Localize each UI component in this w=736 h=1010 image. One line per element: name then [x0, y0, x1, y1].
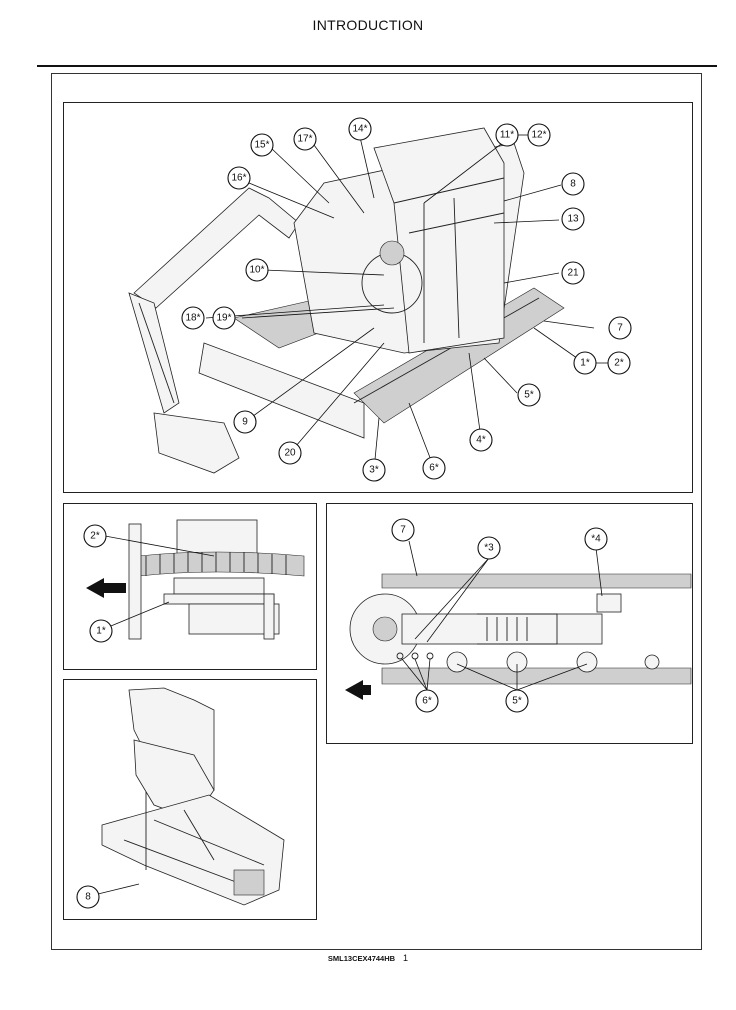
svg-text:13: 13 [567, 214, 579, 225]
svg-text:5*: 5* [524, 390, 534, 401]
svg-text:5*: 5* [512, 696, 522, 707]
callout-5: 5* [517, 383, 541, 407]
track-callout-7: 7 [391, 518, 415, 542]
callout-8: 8 [561, 172, 585, 196]
track-callout-3: *3 [477, 536, 501, 560]
callout-15: 15* [250, 133, 274, 157]
svg-text:8: 8 [85, 892, 91, 903]
callout-14: 14* [348, 117, 372, 141]
callout-21: 21 [561, 261, 585, 285]
svg-text:1*: 1* [580, 358, 590, 369]
callout-17: 17* [293, 127, 317, 151]
svg-text:21: 21 [567, 268, 579, 279]
svg-text:11*: 11* [500, 130, 514, 141]
svg-text:4*: 4* [476, 435, 486, 446]
callout-16: 16* [227, 166, 251, 190]
document-code: SML13CEX4744HB [327, 954, 396, 963]
track-callout-6: 6* [415, 689, 439, 713]
svg-text:20: 20 [284, 448, 296, 459]
svg-text:3*: 3* [369, 465, 379, 476]
svg-text:15*: 15* [254, 140, 269, 151]
svg-text:12*: 12* [531, 130, 546, 141]
figure-frame [51, 73, 702, 950]
svg-text:6*: 6* [429, 463, 439, 474]
callout-6: 6* [422, 456, 446, 480]
callout-4: 4* [469, 428, 493, 452]
svg-text:8: 8 [570, 179, 576, 190]
sprocket-detail-panel: 2* 1* [63, 503, 317, 670]
page-footer: SML13CEX4744HB 1 [0, 953, 736, 963]
underframe-callout-8: 8 [76, 885, 100, 909]
svg-text:10*: 10* [249, 265, 264, 276]
svg-text:*3: *3 [484, 543, 494, 554]
underframe-illustration: 8 [76, 687, 285, 909]
callout-11: 11* [495, 123, 519, 147]
svg-text:2*: 2* [90, 531, 100, 542]
sprocket-callout-1: 1* [89, 619, 113, 643]
svg-text:1*: 1* [96, 626, 106, 637]
callout-18: 18* [181, 306, 205, 330]
callout-20: 20 [278, 441, 302, 465]
sprocket-illustration: 2* 1* [83, 519, 305, 643]
track-detail-panel: 7 *3 *4 6* 5* [326, 503, 693, 744]
track-callout-4: *4 [584, 527, 608, 551]
direction-arrow-icon [345, 680, 371, 700]
sprocket-callout-2: 2* [83, 524, 107, 548]
callout-1: 1* [573, 351, 597, 375]
callout-2: 2* [607, 351, 631, 375]
callout-13: 13 [561, 207, 585, 231]
svg-text:6*: 6* [422, 696, 432, 707]
svg-text:2*: 2* [614, 358, 624, 369]
svg-text:*4: *4 [591, 534, 601, 545]
svg-text:14*: 14* [352, 124, 367, 135]
callout-19: 19* [212, 306, 236, 330]
page-number: 1 [403, 953, 409, 963]
svg-text:17*: 17* [297, 134, 312, 145]
svg-text:19*: 19* [216, 313, 231, 324]
svg-text:16*: 16* [231, 173, 246, 184]
callout-9: 9 [233, 410, 257, 434]
direction-arrow-icon [86, 578, 126, 598]
svg-text:7: 7 [617, 323, 623, 334]
underframe-detail-panel: 8 [63, 679, 317, 920]
callout-10: 10* [245, 258, 269, 282]
svg-text:7: 7 [400, 525, 406, 536]
track-callout-5: 5* [505, 689, 529, 713]
page-title: INTRODUCTION [312, 17, 424, 33]
callout-12: 12* [527, 123, 551, 147]
svg-text:9: 9 [242, 417, 248, 428]
track-illustration: 7 *3 *4 6* 5* [345, 518, 692, 713]
header-divider [37, 65, 717, 67]
svg-text:18*: 18* [185, 313, 200, 324]
callout-7: 7 [608, 316, 632, 340]
excavator-overview-panel: 14* 11* 12* 15* 17* 16* 8 13 10* 21 18* … [63, 102, 693, 493]
main-callouts: 14* 11* 12* 15* 17* 16* 8 13 10* 21 18* … [181, 117, 632, 482]
callout-3: 3* [362, 458, 386, 482]
